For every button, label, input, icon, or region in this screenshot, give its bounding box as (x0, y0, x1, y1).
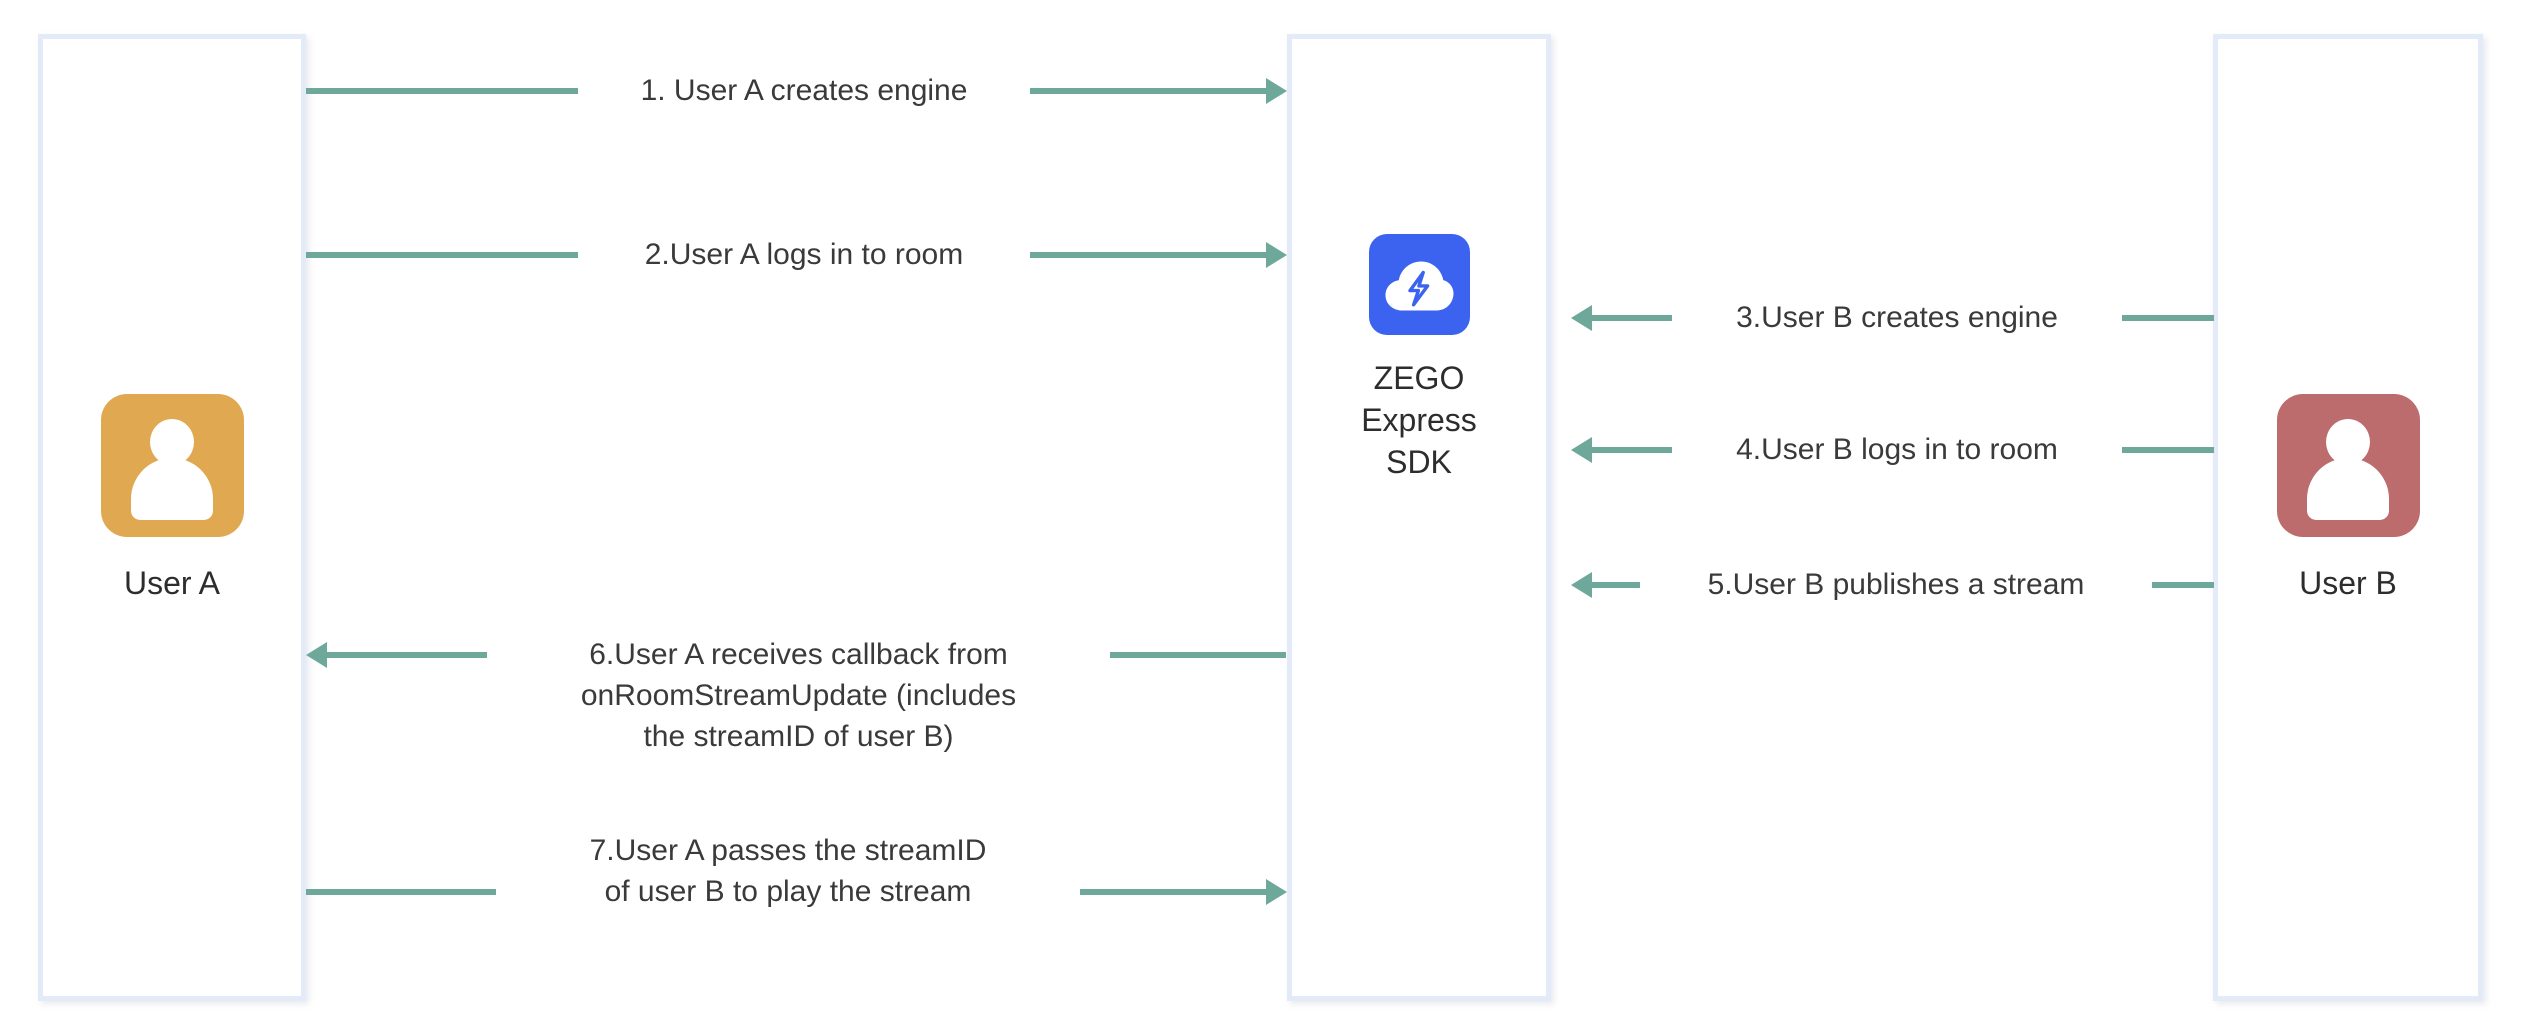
arrow-line (1592, 315, 1672, 321)
arrowhead-left-icon (1571, 305, 1592, 331)
arrow-line (1080, 889, 1266, 895)
actor-label-user-b: User B (2299, 565, 2397, 601)
avatar-head-shape (150, 419, 194, 465)
arrow-line (1030, 252, 1266, 258)
avatar-head-shape (2326, 419, 2370, 465)
actor-label-user-a: User A (123, 565, 221, 601)
message-label-5: 5.User B publishes a stream (1640, 564, 2152, 605)
message-label-line: 4.User B logs in to room (1736, 433, 2058, 466)
message-label-3: 3.User B creates engine (1672, 297, 2122, 338)
message-label-4: 4.User B logs in to room (1672, 429, 2122, 470)
message-label-line: 1. User A creates engine (640, 74, 968, 107)
avatar-body-shape (131, 458, 213, 520)
arrowhead-right-icon (1266, 879, 1287, 905)
sdk-caption-line-3: SDK (1386, 444, 1452, 480)
actor-zego-express-sdk: ZEGO Express SDK (1292, 234, 1546, 483)
arrowhead-left-icon (1571, 437, 1592, 463)
message-label-line: the streamID of user B) (643, 720, 954, 753)
arrowhead-right-icon (1266, 242, 1287, 268)
actor-label-zego-express-sdk: ZEGO Express SDK (1361, 357, 1477, 483)
arrow-line (1592, 582, 1640, 588)
user-avatar-icon (100, 394, 244, 537)
message-label-1: 1. User A creates engine (578, 70, 1030, 111)
actor-user-b: User B (2218, 394, 2478, 603)
sdk-caption-line-1: ZEGO (1373, 360, 1465, 396)
message-label-line: onRoomStreamUpdate (includes (580, 679, 1017, 712)
message-label-line: 2.User A logs in to room (644, 238, 964, 271)
arrow-line (306, 889, 496, 895)
arrow-line (1030, 88, 1266, 94)
message-label-2: 2.User A logs in to room (578, 234, 1030, 275)
avatar-body-shape (2307, 458, 2389, 520)
lifeline-zego-express-sdk: ZEGO Express SDK (1287, 34, 1551, 1001)
arrow-line (306, 252, 578, 258)
arrow-line (1110, 652, 1286, 658)
lifeline-user-b: User B (2213, 34, 2483, 1001)
sdk-caption-line-2: Express (1361, 402, 1477, 438)
arrow-line (2122, 447, 2214, 453)
actor-user-a: User A (43, 394, 301, 603)
arrow-line (2152, 582, 2214, 588)
arrow-line (306, 88, 578, 94)
user-avatar-icon (2276, 394, 2420, 537)
message-label-7: 7.User A passes the streamID of user B t… (496, 830, 1080, 912)
message-label-line: 6.User A receives callback from (589, 638, 1008, 671)
message-label-line: 7.User A passes the streamID (589, 834, 987, 867)
arrowhead-left-icon (306, 642, 327, 668)
lifeline-user-a: User A (38, 34, 306, 1001)
zego-cloud-lightning-icon (1368, 234, 1470, 335)
message-label-line: 3.User B creates engine (1736, 301, 2058, 334)
arrowhead-right-icon (1266, 78, 1287, 104)
arrow-line (327, 652, 487, 658)
message-label-line: 5.User B publishes a stream (1707, 568, 2085, 601)
arrowhead-left-icon (1571, 572, 1592, 598)
arrow-line (1592, 447, 1672, 453)
arrow-line (2122, 315, 2214, 321)
message-label-line: of user B to play the stream (604, 875, 972, 908)
message-label-6: 6.User A receives callback from onRoomSt… (487, 634, 1110, 757)
